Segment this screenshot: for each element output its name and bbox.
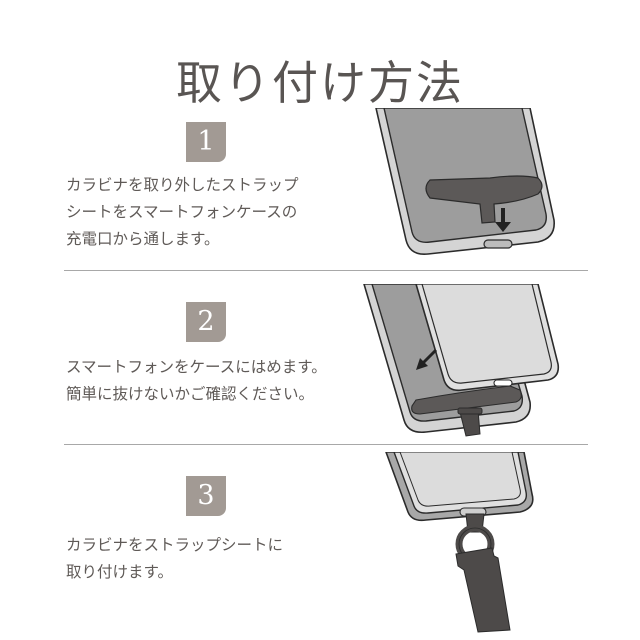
step-description-line: スマートフォンをケースにはめます。 xyxy=(66,358,327,376)
step-description-line: カラビナをストラップシートに xyxy=(66,536,284,554)
step-number-badge: 2 xyxy=(186,302,226,342)
page-title: 取り付け方法 xyxy=(176,55,464,110)
step-number-badge: 3 xyxy=(186,476,226,516)
section-divider xyxy=(64,270,588,271)
phone-inserted-in-case-arrow-icon xyxy=(363,284,560,437)
step-description: スマートフォンをケースにはめます。 簡単に抜けないかご確認ください。 xyxy=(66,354,327,408)
step-description-line: 充電口から通します。 xyxy=(66,230,220,248)
strap-attached-to-phone-icon xyxy=(385,452,534,633)
section-divider xyxy=(64,444,588,445)
step-description: カラビナを取り外したストラップ シートをスマートフォンケースの 充電口から通しま… xyxy=(66,172,299,253)
step-description-line: カラビナを取り外したストラップ xyxy=(66,176,299,194)
step-description: カラビナをストラップシートに 取り付けます。 xyxy=(66,532,283,586)
step-description-line: 簡単に抜けないかご確認ください。 xyxy=(66,385,315,403)
step-description-line: 取り付けます。 xyxy=(66,563,173,581)
case-with-strap-sheet-arrow-down-icon xyxy=(375,108,555,256)
step-description-line: シートをスマートフォンケースの xyxy=(66,203,298,221)
step-number-badge: 1 xyxy=(186,122,226,162)
